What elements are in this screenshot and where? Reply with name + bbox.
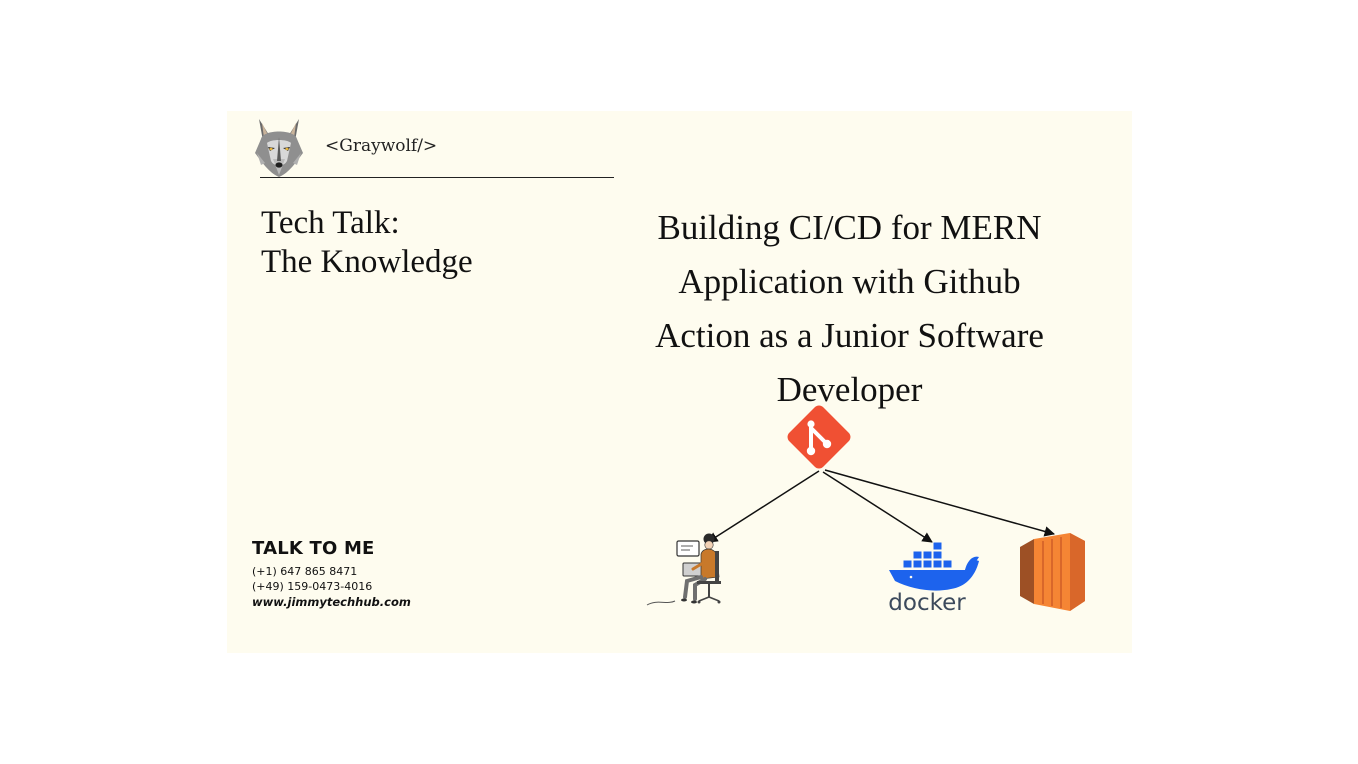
- header-divider: [260, 177, 614, 178]
- aws-ec2-icon: [1020, 533, 1085, 611]
- git-icon: [787, 405, 851, 469]
- brand-name: <Graywolf/>: [325, 136, 438, 156]
- docker-label: docker: [888, 590, 966, 616]
- slide-card: <Graywolf/> Tech Talk: The Knowledge Bui…: [227, 111, 1132, 653]
- contact-phone-1: (+1) 647 865 8471: [252, 565, 358, 578]
- headline-line-2: Application with Github: [678, 262, 1021, 301]
- contact-phone-2: (+49) 159-0473-4016: [252, 580, 373, 593]
- contact-block: TALK TO ME (+1) 647 865 8471 (+49) 159-0…: [252, 538, 411, 611]
- arrow-to-docker: [822, 471, 933, 543]
- wolf-head-icon: [255, 119, 303, 177]
- contact-heading: TALK TO ME: [252, 538, 375, 559]
- docker-icon: docker: [888, 541, 979, 616]
- headline-line-1: Building CI/CD for MERN: [657, 208, 1042, 247]
- headline-line-4: Developer: [776, 370, 923, 409]
- arrow-to-aws: [824, 469, 1056, 537]
- arrow-to-developer: [707, 470, 820, 543]
- section-title: Tech Talk: The Knowledge: [261, 204, 473, 282]
- ci-cd-flow-diagram: docker: [646, 405, 1085, 616]
- headline: Building CI/CD for MERN Application with…: [607, 201, 1092, 417]
- developer-at-laptop-icon: [646, 533, 721, 606]
- headline-line-3: Action as a Junior Software: [655, 316, 1044, 355]
- contact-website: www.jimmytechhub.com: [252, 595, 411, 609]
- section-title-line-1: Tech Talk:: [261, 205, 400, 241]
- section-title-line-2: The Knowledge: [261, 244, 473, 280]
